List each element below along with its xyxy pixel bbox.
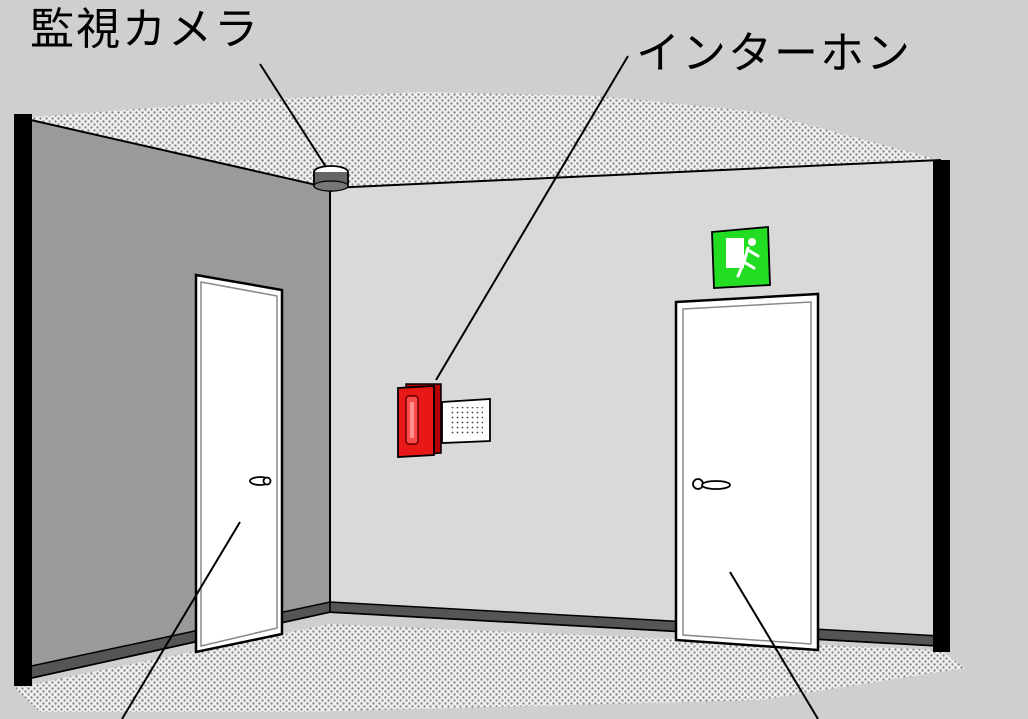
- emergency-exit-sign-icon: [711, 226, 771, 289]
- floor: [14, 624, 965, 712]
- left-wall: [21, 116, 331, 682]
- intercom-leader-line: [435, 55, 629, 381]
- right-edge-post: [933, 160, 950, 652]
- camera-label: 監視カメラ: [30, 4, 260, 55]
- right-door: [674, 292, 820, 652]
- intercom-speaker-icon: [441, 398, 491, 444]
- left-door: [194, 273, 284, 654]
- camera-leader-line: [259, 63, 327, 168]
- left-edge-post: [14, 114, 32, 686]
- fire-alarm-box-icon: [397, 383, 442, 458]
- left-door-leader-line: [121, 521, 241, 719]
- right-door-handle: [701, 480, 731, 490]
- intercom-label: インターホン: [636, 28, 912, 79]
- ceiling: [22, 92, 940, 188]
- dome-camera-icon: [313, 165, 349, 192]
- right-door-leader-line: [729, 571, 819, 719]
